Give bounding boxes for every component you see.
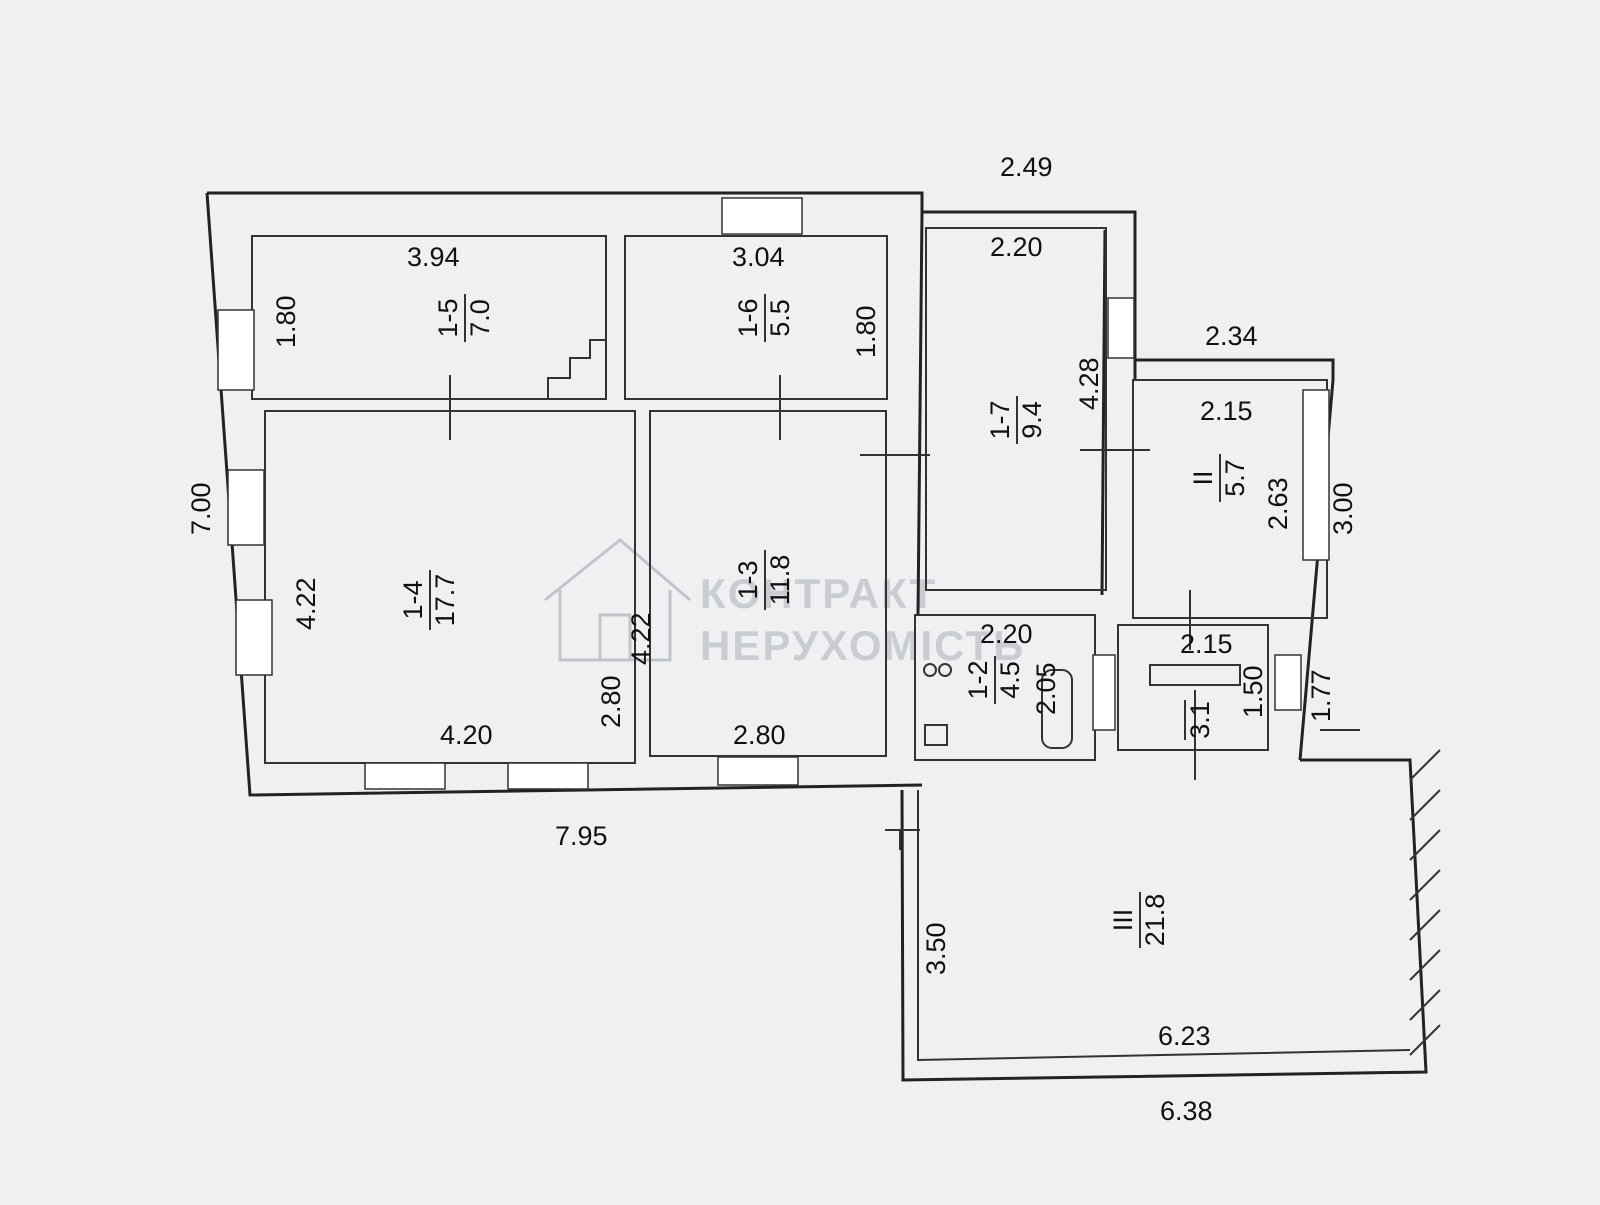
dim-r11-width: 2.15 <box>1180 629 1233 659</box>
dim-top-right: 2.49 <box>1000 152 1053 182</box>
dim-rIII-depth: 3.50 <box>921 922 951 975</box>
dim-r15-width: 3.94 <box>407 242 460 272</box>
dim-r14-width: 4.20 <box>440 720 493 750</box>
room-labels: 1-5 7.0 1-6 5.5 1-7 9.4 II 5.7 1-4 17.7 … <box>398 294 1250 948</box>
room-1-5-id: 1-5 <box>433 298 463 337</box>
window-left-2 <box>227 469 265 546</box>
dim-r12-depth: 2.05 <box>1031 662 1061 715</box>
dim-r15-depth: 1.80 <box>271 295 301 348</box>
dim-r17-length: 4.28 <box>1074 357 1104 410</box>
stairs-icon <box>547 339 606 398</box>
window-bottom-3 <box>717 756 799 786</box>
dim-overall-depth: 7.00 <box>186 482 216 535</box>
window-left-3 <box>235 599 273 676</box>
room-III-id: III <box>1108 909 1138 932</box>
room-1-3-id: 1-3 <box>733 560 763 599</box>
door-marks <box>449 375 1360 850</box>
room-1-7-area: 9.4 <box>1017 401 1047 439</box>
window-bottom-1 <box>364 762 446 790</box>
watermark-line1: КОНТРАКТ <box>700 570 937 617</box>
counter-icon <box>1149 664 1241 686</box>
dim-rII-length: 2.63 <box>1263 477 1293 530</box>
boiler-icon <box>924 724 948 746</box>
room-1-2-area: 4.5 <box>995 661 1025 699</box>
window-r12 <box>1092 654 1116 731</box>
watermark: КОНТРАКТ НЕРУХОМІСТЬ <box>544 538 1025 669</box>
window-r11 <box>1274 654 1302 711</box>
window-left-1 <box>217 309 255 391</box>
dim-r16-width: 3.04 <box>732 242 785 272</box>
dim-r13-depth2: 2.80 <box>596 675 626 728</box>
watermark-house-logo <box>544 538 691 662</box>
window-bottom-2 <box>507 762 589 790</box>
room-II-area: 5.7 <box>1220 459 1250 497</box>
dim-rII-inner: 2.15 <box>1200 396 1253 426</box>
room-1-6-id: 1-6 <box>733 298 763 337</box>
dim-rIII-width: 6.23 <box>1158 1021 1211 1051</box>
room-1-6-outline <box>624 235 888 400</box>
windows <box>217 197 1330 790</box>
room-1-1-outline <box>1117 624 1269 751</box>
dim-rII-outer-length: 3.00 <box>1328 482 1358 535</box>
window-rII <box>1302 389 1330 561</box>
dim-r17-width: 2.20 <box>990 232 1043 262</box>
room-1-3-outline <box>649 410 887 757</box>
dim-r14-depth: 4.22 <box>291 577 321 630</box>
dimension-labels: 2.49 3.94 1.80 3.04 1.80 2.20 4.28 2.34 … <box>186 152 1358 1126</box>
watermark-line2: НЕРУХОМІСТЬ <box>700 622 1025 669</box>
room-1-6-area: 5.5 <box>765 299 795 337</box>
room-1-4-id: 1-4 <box>398 580 428 619</box>
dim-r13-depth: 4.22 <box>626 612 656 665</box>
room-1-7-outline <box>925 227 1107 591</box>
main-house-walls <box>205 191 1137 797</box>
bathtub-icon <box>1041 669 1073 749</box>
room-1-5-area: 7.0 <box>465 299 495 337</box>
room-1-2-id: 1-2 <box>963 660 993 699</box>
room-1-3-area: 11.8 <box>765 555 795 606</box>
fence-hatching <box>1409 749 1441 1056</box>
dim-r11-ext: 1.77 <box>1306 669 1336 722</box>
dim-r12-width: 2.20 <box>980 619 1033 649</box>
window-r17 <box>1107 297 1135 359</box>
room-III-area: 21.8 <box>1140 894 1170 947</box>
room-1-7-id: 1-7 <box>985 400 1015 439</box>
dim-rIII-outer: 6.38 <box>1160 1096 1213 1126</box>
room-II-id: II <box>1188 470 1218 485</box>
room-1-1-area: 3.1 <box>1185 701 1215 739</box>
veranda-III-walls <box>900 749 1441 1082</box>
annex-walls <box>1117 358 1335 761</box>
dim-r11-depth: 1.50 <box>1238 665 1268 718</box>
dim-r16-depth: 1.80 <box>851 305 881 358</box>
stove-icon <box>923 663 937 677</box>
window-top <box>721 197 803 235</box>
stove-burner-icon <box>938 663 952 677</box>
dim-overall-width: 7.95 <box>555 821 608 851</box>
dim-rII-outer: 2.34 <box>1205 321 1258 351</box>
dim-r13-width: 2.80 <box>733 720 786 750</box>
room-1-4-area: 17.7 <box>430 574 460 627</box>
